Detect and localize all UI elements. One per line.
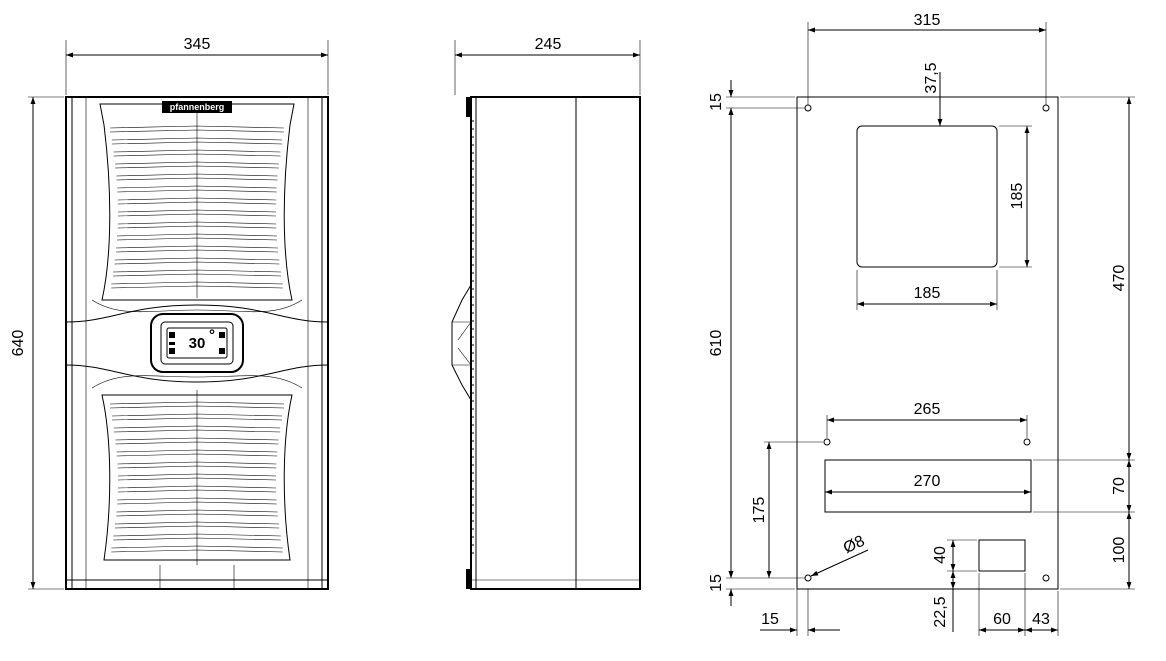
- lower-cutout: [824, 459, 1032, 513]
- dim-label: 22,5: [932, 596, 949, 627]
- brand-logo-text: pfannenberg: [170, 102, 225, 112]
- mounting-hole: [804, 574, 812, 582]
- dim-label: 15: [761, 611, 779, 628]
- dim-label: 43: [1032, 611, 1050, 628]
- mounting-hole: [804, 104, 812, 112]
- dim-label: 245: [535, 36, 562, 53]
- dim-side-depth: 245: [454, 36, 641, 95]
- display-value: 30: [189, 335, 206, 352]
- mounting-hole: [1042, 104, 1050, 112]
- dim-label: 15: [708, 574, 725, 592]
- dim-label: 175: [751, 497, 768, 524]
- dim-label: 470: [1111, 265, 1128, 292]
- dim-label: 345: [184, 36, 211, 53]
- dim-label: 640: [10, 330, 27, 357]
- dim-label: 100: [1111, 537, 1128, 564]
- mounting-hole: [823, 438, 831, 446]
- mounting-hole: [1042, 574, 1050, 582]
- brand-logo: [162, 101, 232, 113]
- dim-label: 185: [914, 285, 941, 302]
- lower-grille: [109, 401, 285, 553]
- dim-front-height: 640: [10, 96, 64, 590]
- dim-label: 40: [932, 546, 949, 564]
- dim-label: 610: [708, 330, 725, 357]
- dim-label: 37,5: [923, 62, 940, 93]
- front-housing: [65, 96, 329, 590]
- dim-label: Ø8: [841, 533, 868, 557]
- dim-label: 315: [914, 12, 941, 29]
- dim-label: 185: [1009, 183, 1026, 210]
- front-view: 345 640 pfannenberg: [10, 36, 329, 590]
- side-housing: [470, 96, 641, 590]
- side-view: 245: [451, 36, 641, 590]
- mounting-hole: [1023, 438, 1031, 446]
- dim-front-width: 345: [65, 36, 329, 95]
- display-unit: °: [209, 327, 215, 344]
- cutout-drawing: 315 37,5 185 185 15 610 470 26: [708, 12, 1135, 636]
- upper-cutout: [856, 125, 998, 268]
- mounting-plate: [796, 96, 1059, 590]
- controller-display: 30 °: [150, 313, 244, 373]
- dim-label: 265: [914, 401, 941, 418]
- dim-label: 70: [1111, 477, 1128, 495]
- dim-label: 15: [708, 93, 725, 111]
- small-cutout: [978, 539, 1026, 572]
- dim-label: 60: [993, 611, 1011, 628]
- dim-label: 270: [914, 473, 941, 490]
